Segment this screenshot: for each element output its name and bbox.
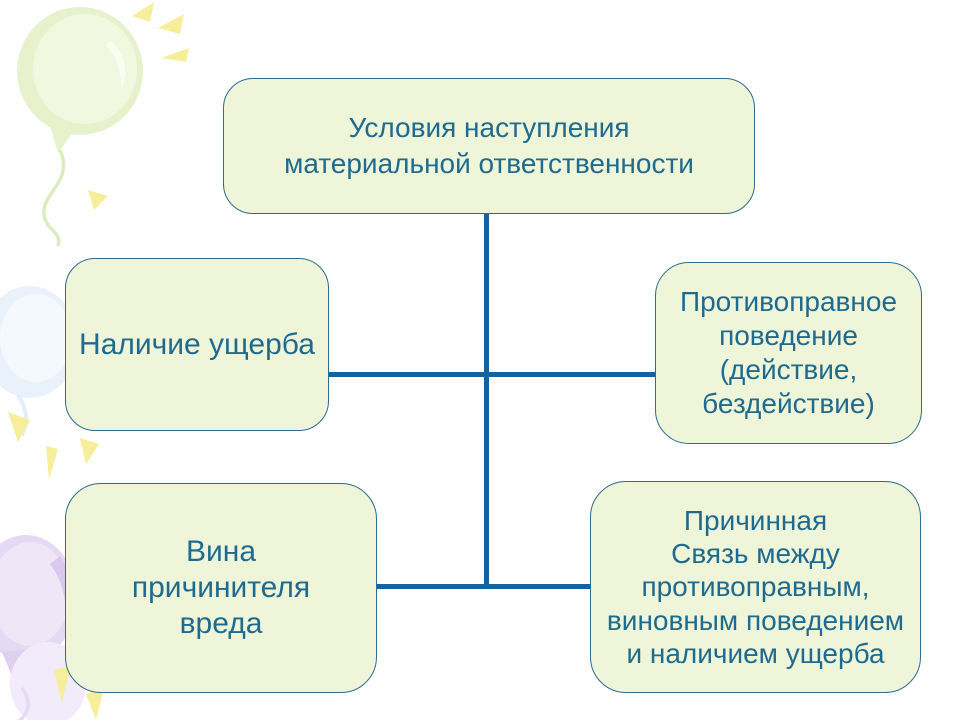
connector-vertical (484, 213, 489, 589)
yellow-sparkles-bottom-icon (54, 666, 104, 720)
yellow-sparkles-middle-icon (8, 412, 99, 480)
node-damage-presence: Наличие ущерба (65, 258, 329, 431)
node-fault-of-causer: Вина причинителя вреда (65, 483, 377, 693)
yellow-sparkles-top-icon (88, 2, 189, 210)
node-unlawful-behavior: Противоправное поведение (действие, безд… (655, 262, 922, 444)
node-causal-link: Причинная Связь между противоправным, ви… (590, 481, 921, 693)
blue-balloon-icon (0, 286, 78, 436)
node-title-conditions-label: Условия наступления материальной ответст… (284, 112, 694, 179)
connector-horizontal-lower (377, 584, 591, 589)
node-title-conditions: Условия наступления материальной ответст… (223, 78, 755, 214)
connector-horizontal-upper (329, 372, 656, 377)
node-fault-of-causer-label: Вина причинителя вреда (131, 535, 311, 640)
node-unlawful-behavior-label: Противоправное поведение (действие, безд… (679, 285, 898, 420)
node-causal-link-label: Причинная Связь между противоправным, ви… (606, 505, 905, 669)
node-damage-presence-label: Наличие ущерба (79, 327, 315, 361)
green-balloon-icon (17, 7, 143, 247)
